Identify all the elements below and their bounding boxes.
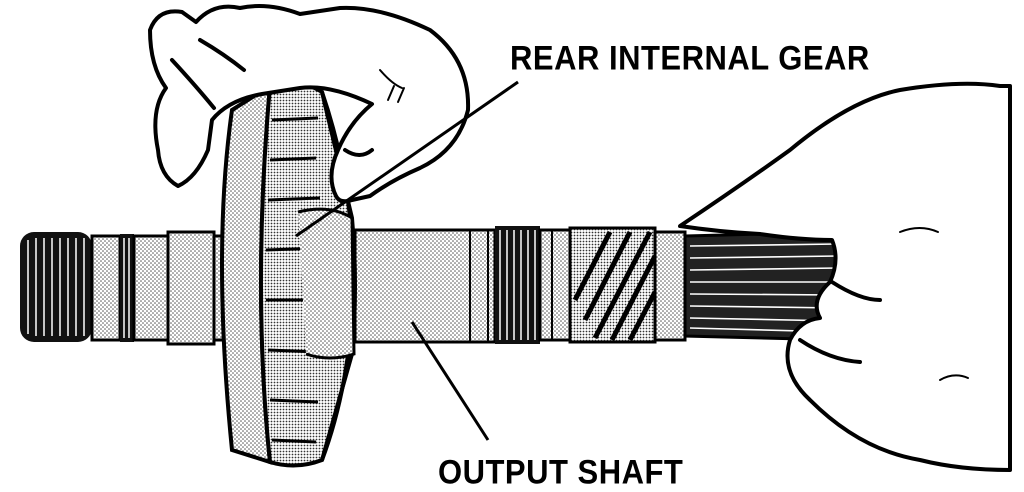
middle-spline-band (495, 226, 572, 344)
output-shaft-label: OUTPUT SHAFT (438, 452, 684, 492)
rear-internal-gear-label: REAR INTERNAL GEAR (510, 38, 870, 78)
left-hand (148, 4, 471, 204)
helical-gear-section (568, 226, 687, 344)
rear-internal-gear (220, 81, 357, 468)
leader-lines (295, 80, 519, 441)
right-hand (678, 81, 1012, 472)
left-spline-end (20, 232, 134, 342)
